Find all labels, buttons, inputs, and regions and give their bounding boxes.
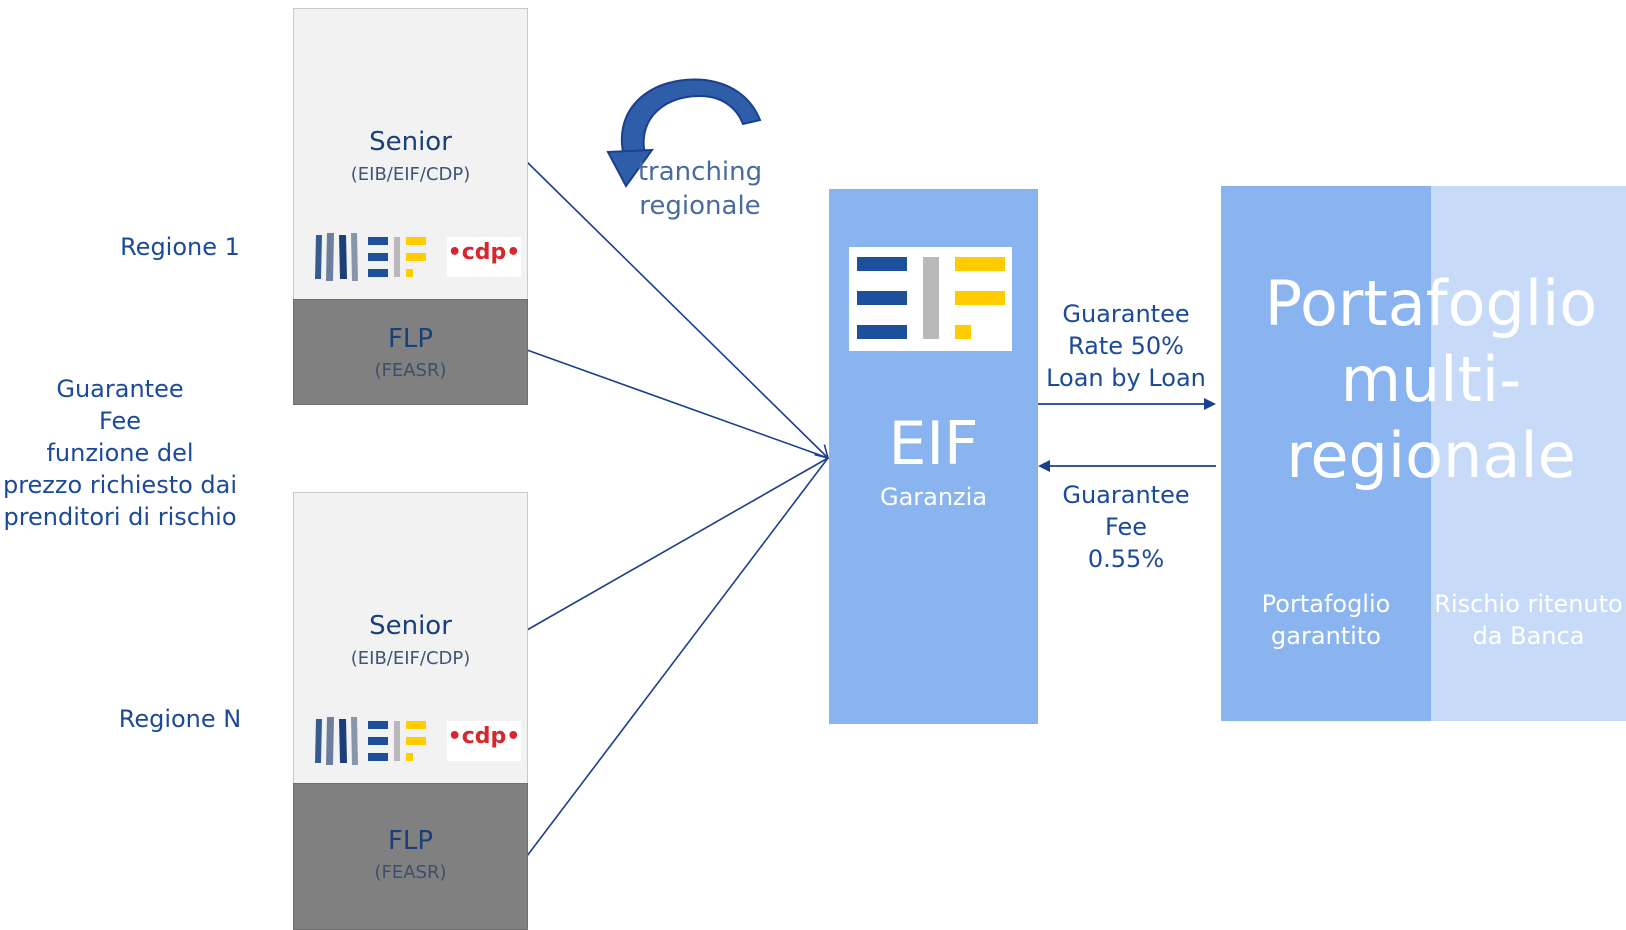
flp-title: FLP xyxy=(387,324,434,354)
region-1-flp-tranche: FLP (FEASR) xyxy=(293,299,528,405)
eif-small-logo xyxy=(368,235,428,279)
region-n-flp-tranche: FLP (FEASR) xyxy=(293,783,528,930)
portfolio-title: Portafoglio multi- regionale xyxy=(1264,267,1598,492)
guarantee-fee-note: Guarantee Fee funzione del prezzo richie… xyxy=(2,375,238,531)
portfolio-retained-label: Rischio ritenuto da Banca xyxy=(1434,590,1623,650)
flp-subtitle: (FEASR) xyxy=(374,360,447,381)
flp-title: FLP xyxy=(387,826,434,856)
region-1-senior-tranche: Senior (EIB/EIF/CDP) •cdp• xyxy=(293,8,528,301)
eif-small-logo xyxy=(368,719,428,763)
eib-logo xyxy=(312,715,360,767)
senior-title: Senior xyxy=(369,611,452,641)
line-region1-flp xyxy=(526,349,829,459)
senior-title: Senior xyxy=(369,127,452,157)
senior-subtitle: (EIB/EIF/CDP) xyxy=(350,164,471,185)
senior-subtitle: (EIB/EIF/CDP) xyxy=(350,648,471,669)
cdp-logo: •cdp• xyxy=(447,721,521,761)
eif-subtitle: Garanzia xyxy=(879,483,988,511)
line-region1-senior xyxy=(526,161,830,460)
region-n-label: Regione N xyxy=(118,705,242,733)
line-regionN-flp xyxy=(526,457,829,857)
region-n-senior-tranche: Senior (EIB/EIF/CDP) •cdp• xyxy=(293,492,528,785)
curved-arrow-icon xyxy=(606,78,762,188)
eif-logo xyxy=(849,247,1012,351)
guarantee-fee-label: Guarantee Fee 0.55% xyxy=(1062,481,1190,573)
eib-logo xyxy=(312,231,360,283)
eif-title: EIF xyxy=(888,409,979,479)
portfolio-retained-section xyxy=(1431,186,1626,721)
eif-guarantor-box: EIF Garanzia xyxy=(829,189,1038,724)
line-regionN-senior xyxy=(526,457,829,631)
region-1-label: Regione 1 xyxy=(120,233,240,261)
flp-subtitle: (FEASR) xyxy=(374,862,447,883)
cdp-logo: •cdp• xyxy=(447,237,521,277)
tranching-label: tranching regionale xyxy=(637,157,763,221)
guarantee-rate-label: Guarantee Rate 50% Loan by Loan xyxy=(1046,300,1206,392)
portfolio-guaranteed-section xyxy=(1221,186,1431,721)
portfolio-guaranteed-label: Portafoglio garantito xyxy=(1261,590,1391,650)
